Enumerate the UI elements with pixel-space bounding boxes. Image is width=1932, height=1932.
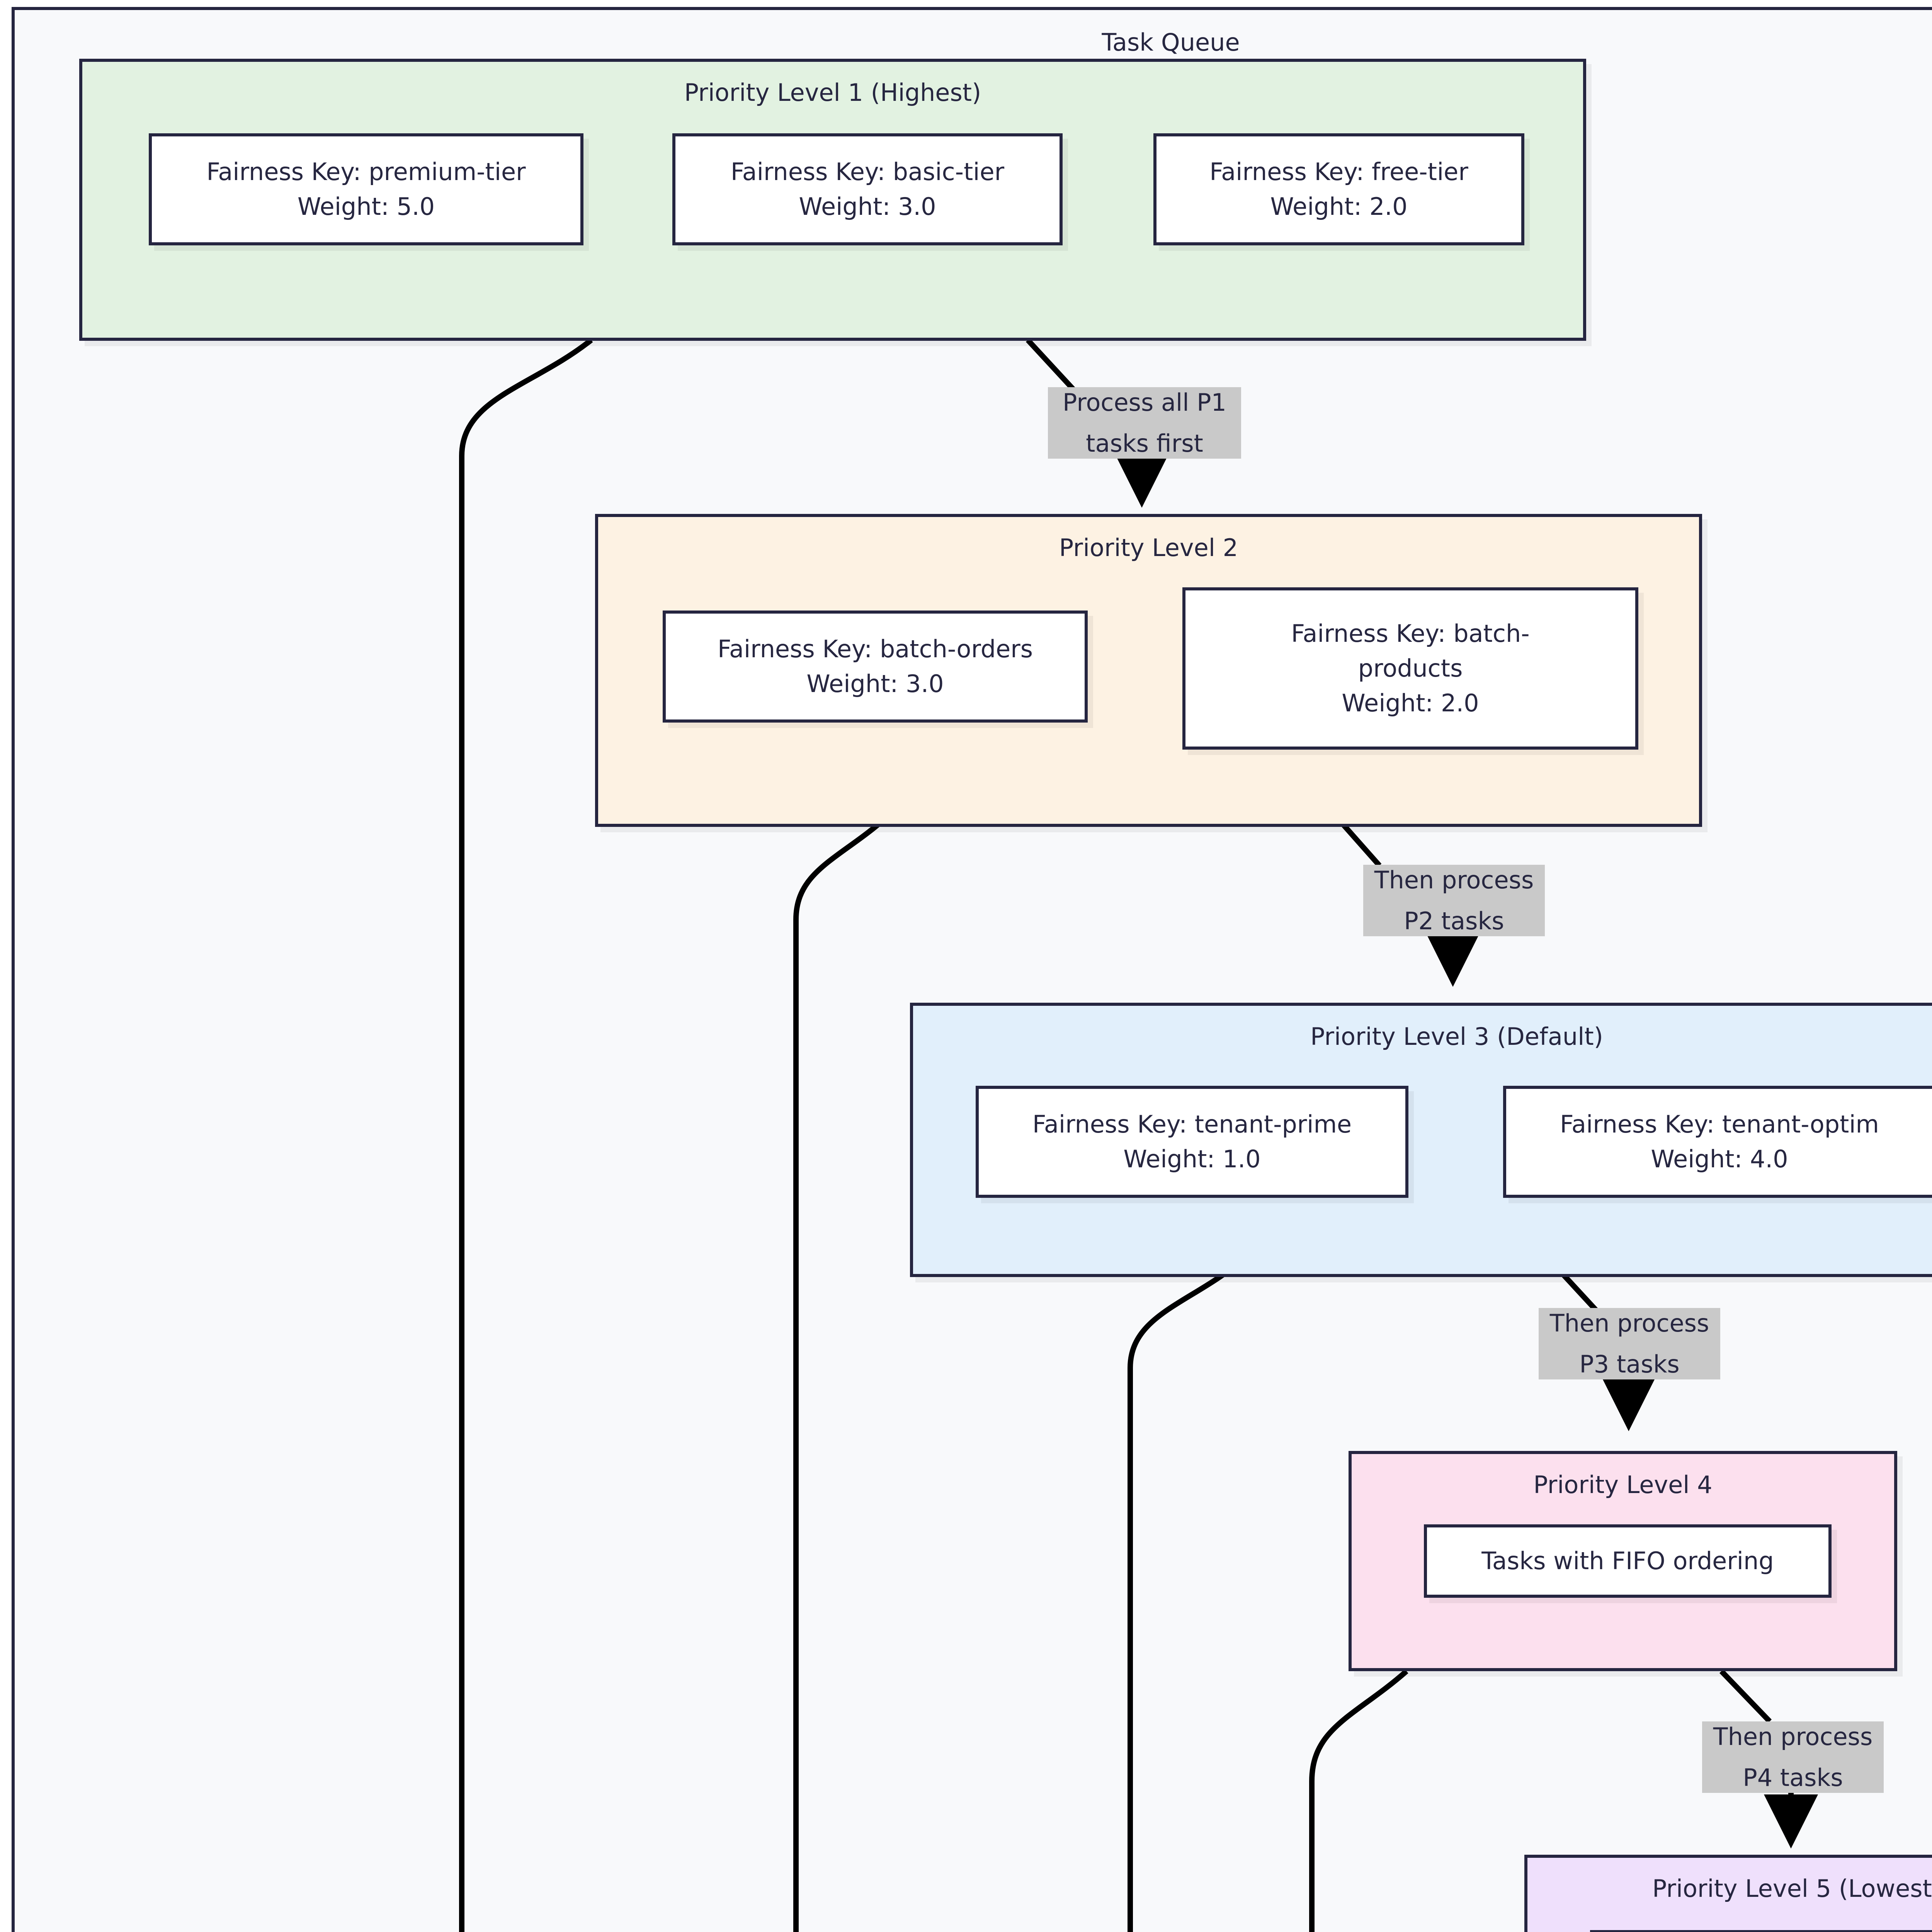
- weight-label: Weight: 2.0: [1270, 192, 1408, 221]
- fairness-key-box-premium-tier[interactable]: Fairness Key: premium-tier Weight: 5.0: [149, 133, 583, 245]
- fairness-key-box-tenant-optim[interactable]: Fairness Key: tenant-optim Weight: 4.0: [1503, 1086, 1932, 1198]
- cluster-task-queue-title: Task Queue: [1102, 28, 1240, 56]
- weight-label: Weight: 5.0: [297, 192, 435, 221]
- edge-label-line-1: Then process: [1549, 1309, 1709, 1338]
- cluster-p1-title: Priority Level 1 (Highest): [684, 78, 981, 107]
- edge-label-then-process-p3: Then process P3 tasks: [1539, 1308, 1720, 1379]
- fairness-key-label-wrap: products: [1358, 654, 1463, 683]
- fairness-key-label: Fairness Key: batch-orders: [717, 635, 1033, 663]
- weight-label: Weight: 1.0: [1123, 1145, 1261, 1173]
- fairness-key-label: Fairness Key: tenant-prime: [1032, 1110, 1352, 1139]
- cluster-p5-title: Priority Level 5 (Lowest): [1652, 1874, 1932, 1903]
- weight-label: Weight: 2.0: [1342, 689, 1479, 717]
- weight-label: Weight: 4.0: [1651, 1145, 1788, 1173]
- edge-label-line-2: P3 tasks: [1579, 1350, 1680, 1378]
- cluster-priority-level-5: Priority Level 5 (Lowest): [1524, 1855, 1932, 1932]
- fairness-key-label: Fairness Key: basic-tier: [730, 158, 1005, 186]
- edge-label-line-2: tasks first: [1086, 429, 1203, 457]
- cluster-p2-title: Priority Level 2: [1059, 534, 1238, 562]
- edge-label-then-process-p4: Then process P4 tasks: [1702, 1721, 1884, 1793]
- fairness-key-label: Fairness Key: tenant-optim: [1560, 1110, 1879, 1139]
- edge-label-line-1: Process all P1: [1063, 388, 1226, 417]
- fairness-key-box-basic-tier[interactable]: Fairness Key: basic-tier Weight: 3.0: [672, 133, 1063, 245]
- fairness-key-box-batch-orders[interactable]: Fairness Key: batch-orders Weight: 3.0: [663, 611, 1088, 723]
- cluster-p4-title: Priority Level 4: [1533, 1471, 1713, 1499]
- edge-label-then-process-p2: Then process P2 tasks: [1363, 865, 1545, 936]
- cluster-p3-title: Priority Level 3 (Default): [1310, 1022, 1603, 1051]
- edge-label-line-1: Then process: [1374, 866, 1534, 895]
- fairness-key-label: Fairness Key: premium-tier: [206, 158, 526, 186]
- fifo-box-p4[interactable]: Tasks with FIFO ordering: [1424, 1524, 1832, 1598]
- edge-label-line-2: P2 tasks: [1404, 906, 1504, 935]
- fairness-key-box-batch-products[interactable]: Fairness Key: batch- products Weight: 2.…: [1182, 587, 1638, 750]
- edge-label-line-1: Then process: [1713, 1723, 1873, 1751]
- fairness-key-label: Fairness Key: free-tier: [1209, 158, 1468, 186]
- fairness-key-label: Fairness Key: batch-: [1291, 619, 1530, 648]
- fifo-label: Tasks with FIFO ordering: [1481, 1547, 1774, 1575]
- fifo-box-p5[interactable]: Tasks with FIFO ordering: [1590, 1930, 1932, 1932]
- fairness-key-box-free-tier[interactable]: Fairness Key: free-tier Weight: 2.0: [1153, 133, 1524, 245]
- fairness-key-box-tenant-prime[interactable]: Fairness Key: tenant-prime Weight: 1.0: [976, 1086, 1408, 1198]
- edge-label-process-all-p1: Process all P1 tasks first: [1048, 387, 1241, 459]
- weight-label: Weight: 3.0: [799, 192, 936, 221]
- weight-label: Weight: 3.0: [806, 670, 944, 698]
- edge-label-line-2: P4 tasks: [1743, 1763, 1843, 1792]
